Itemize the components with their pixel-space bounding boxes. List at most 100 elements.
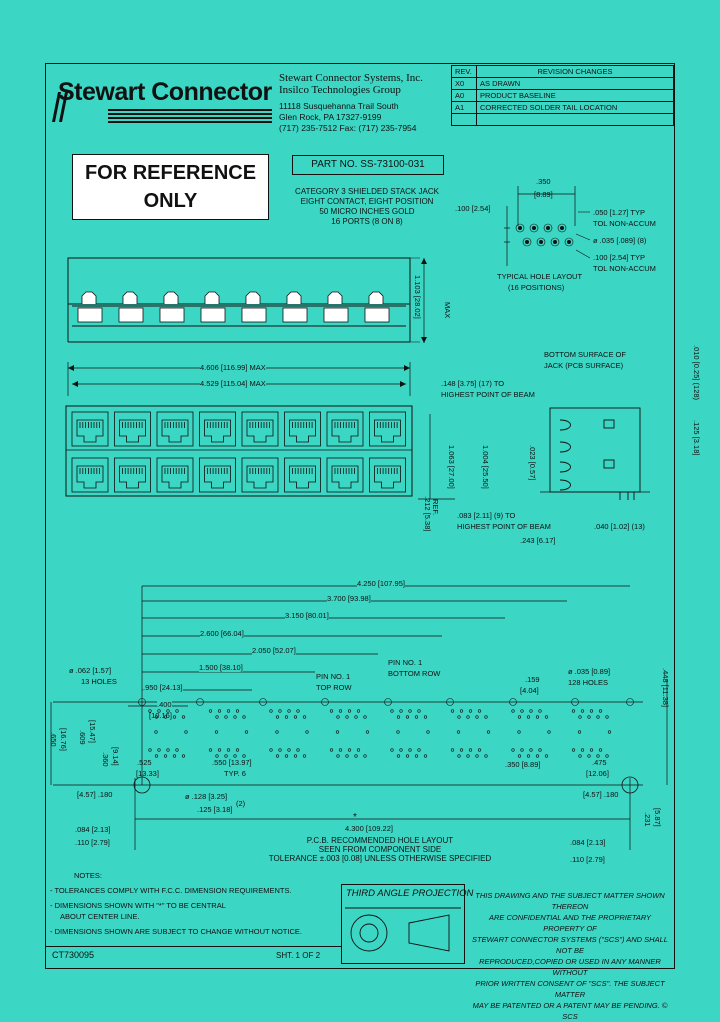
- dim-1063: 1.063 [27.00]: [447, 445, 456, 489]
- conf-line: ARE CONFIDENTIAL AND THE PROPRIETARY PRO…: [488, 913, 652, 933]
- signal-hole: [226, 748, 231, 752]
- top-tab: [323, 291, 349, 323]
- signal-hole: [529, 709, 533, 713]
- signal-hole: [414, 754, 419, 758]
- signal-hole: [526, 754, 531, 758]
- dim-050: .050 [1.27] TYP: [593, 208, 645, 217]
- signal-hole: [208, 709, 213, 713]
- signal-hole: [157, 709, 161, 713]
- signal-hole: [184, 730, 188, 734]
- signal-hole: [336, 715, 340, 719]
- mounting-hole: [138, 698, 146, 706]
- typ-6-note: TYP. 6: [224, 769, 246, 778]
- top-tab: [282, 291, 308, 323]
- signal-hole: [538, 748, 542, 752]
- dim-4300: 4.300 [109.22]: [345, 824, 393, 833]
- signal-hole: [475, 754, 479, 758]
- signal-hole: [356, 709, 361, 713]
- mounting-hole: [509, 698, 517, 706]
- rj-port: [71, 411, 109, 447]
- signal-hole: [484, 715, 488, 719]
- dim-159mm: [4.04]: [520, 686, 539, 695]
- signal-hole: [217, 709, 222, 713]
- signal-hole: [287, 748, 291, 752]
- signal-hole: [414, 715, 419, 719]
- signal-hole: [408, 748, 412, 752]
- jack-side-view: [540, 407, 650, 500]
- rj-port: [284, 411, 321, 447]
- company-logo: Stewart Connector: [58, 78, 272, 106]
- conf-line: PRIOR WRITTEN CONSENT OF "SCS". THE SUBJ…: [475, 979, 665, 999]
- mounting-hole: [626, 698, 634, 706]
- top-tab: [241, 291, 267, 323]
- signal-hole: [345, 715, 349, 719]
- signal-hole: [242, 754, 246, 758]
- dim-525mm: [13.33]: [136, 769, 159, 778]
- signal-hole: [329, 748, 334, 752]
- pin1-top-label: PIN NO. 1: [316, 672, 351, 681]
- dim-035: ø .035 [.089] (8): [593, 236, 647, 245]
- signal-hole: [466, 754, 470, 758]
- signal-hole: [520, 709, 524, 713]
- signal-hole: [175, 748, 179, 752]
- signal-hole: [396, 715, 401, 719]
- signal-hole: [390, 709, 394, 713]
- signal-hole: [181, 715, 186, 719]
- dim-650mm: [16.76]: [59, 728, 68, 751]
- signal-hole: [157, 748, 161, 752]
- signal-hole: [163, 754, 168, 758]
- dim-475: .475: [592, 758, 607, 767]
- dim-950: .950 [24.13]: [143, 683, 183, 692]
- signal-hole: [598, 709, 603, 713]
- signal-hole: [578, 754, 582, 758]
- signal-hole: [293, 754, 298, 758]
- front-height-dims: [418, 414, 455, 500]
- dim-360mm: [9.14]: [111, 747, 120, 766]
- signal-hole: [544, 754, 549, 758]
- signal-hole: [278, 709, 282, 713]
- signal-hole: [215, 715, 219, 719]
- signal-hole: [596, 715, 600, 719]
- signal-hole: [269, 748, 273, 752]
- signal-hole: [284, 754, 289, 758]
- pin1-bottom-row: BOTTOM ROW: [388, 669, 441, 678]
- dim-4250: 4.250 [107.95]: [357, 579, 405, 588]
- hole-035-count: 128 HOLES: [568, 678, 609, 687]
- signal-hole: [605, 715, 609, 719]
- rj-port: [156, 457, 194, 493]
- dim-400: .400: [157, 700, 172, 709]
- signal-hole: [235, 748, 240, 752]
- dim-1500: 1.500 [38.10]: [199, 663, 243, 672]
- dim-159: .159: [525, 675, 540, 684]
- rj-port: [369, 457, 406, 493]
- signal-hole: [226, 709, 231, 713]
- dim-010: .010 [0.25] (128): [692, 345, 701, 401]
- phone-line: (717) 235-7512 Fax: (717) 235-7954: [279, 123, 417, 133]
- company-name-block: Stewart Connector Systems, Inc. Insilco …: [279, 72, 423, 96]
- rj-port: [326, 457, 364, 493]
- dim-4606: 4.606 [116.99] MAX: [200, 363, 266, 372]
- signal-hole: [535, 754, 540, 758]
- pin1-top-row: TOP ROW: [316, 683, 352, 692]
- signal-hole: [417, 748, 421, 752]
- signal-hole: [587, 754, 591, 758]
- signal-hole: [526, 715, 531, 719]
- signal-hole: [224, 715, 228, 719]
- dim-148: .148 [3.75] (17) TO: [441, 379, 505, 388]
- hole-layout-count: (16 POSITIONS): [508, 283, 565, 292]
- rev-cell: A1: [451, 101, 477, 114]
- signal-hole: [417, 709, 421, 713]
- desc-line: 16 PORTS (8 ON 8): [331, 217, 403, 226]
- rj-port: [156, 411, 194, 447]
- pcb-caption-line: SEEN FROM COMPONENT SIDE: [318, 845, 442, 854]
- typical-hole-layout: [504, 186, 591, 266]
- dim-1103: 1.103 [28.02]: [413, 275, 422, 319]
- top-tab: [77, 291, 103, 323]
- address-line-1: 11118 Susquehanna Trail South: [279, 101, 399, 111]
- conf-line: STEWART CONNECTOR SYSTEMS ("SCS") AND SH…: [472, 935, 668, 955]
- dim-475mm: [12.06]: [586, 769, 609, 778]
- dim-023: .023 [0.57]: [528, 445, 537, 481]
- tol-note-2: TOL NON-ACCUM: [593, 264, 656, 273]
- dim-125-pcb: .125 [3.18]: [197, 805, 233, 814]
